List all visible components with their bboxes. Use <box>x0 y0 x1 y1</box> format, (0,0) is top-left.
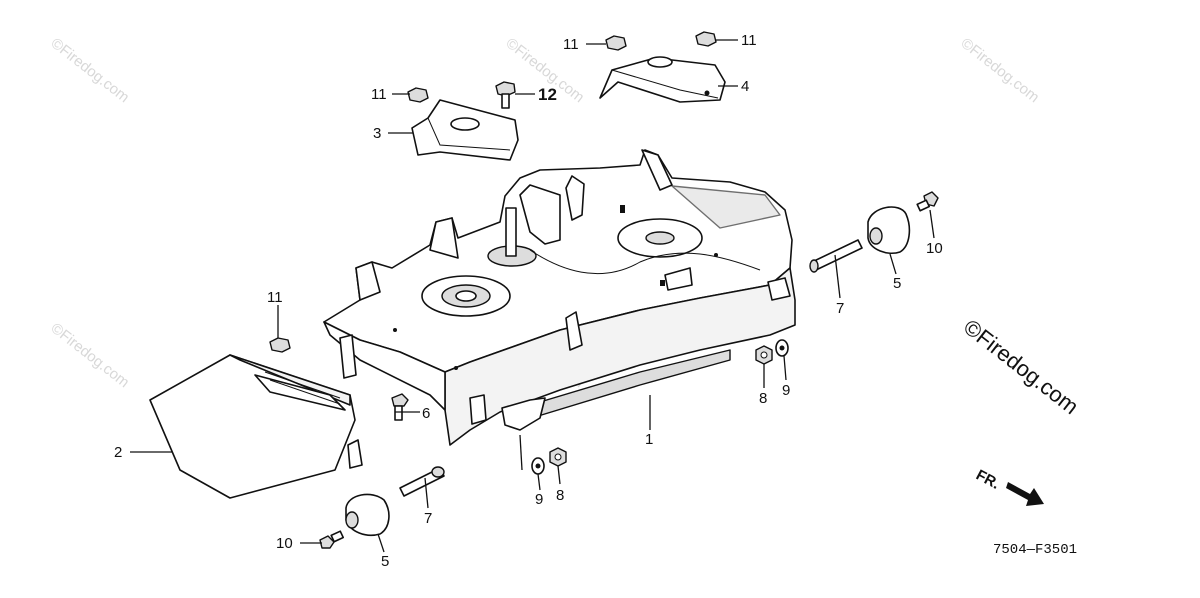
callout-5-right: 5 <box>893 275 901 292</box>
flange-nuts <box>269 31 717 353</box>
callout-11-d: 11 <box>267 289 283 306</box>
callout-9-left: 9 <box>535 491 543 508</box>
watermark-4: ©Firedog.com <box>48 320 133 392</box>
callout-8-left: 8 <box>556 487 564 504</box>
front-indicator: FR. <box>973 467 1044 506</box>
leader-lines <box>130 39 935 553</box>
bolt-10-left <box>319 530 345 549</box>
callout-3: 3 <box>373 125 381 142</box>
callout-10-left: 10 <box>276 535 293 552</box>
washer-9-right <box>775 339 789 357</box>
callouts: 1 2 3 4 5 5 6 7 7 8 8 9 9 10 10 11 11 11… <box>114 32 943 570</box>
watermark-3: ©Firedog.com <box>958 35 1043 107</box>
callout-11-a: 11 <box>371 86 387 103</box>
figure-code: 7504—F3501 <box>993 542 1077 558</box>
front-label: FR. <box>973 467 1002 493</box>
callout-1: 1 <box>645 431 653 448</box>
bolt-6 <box>391 393 409 421</box>
arrow-right-down-icon <box>1006 482 1044 506</box>
callout-6: 6 <box>422 405 430 422</box>
callout-11-b: 11 <box>563 36 579 53</box>
nut-8-left <box>549 447 567 467</box>
callout-4: 4 <box>741 78 749 95</box>
bolt-12 <box>495 81 516 109</box>
watermark-large: ©Firedog.com <box>959 314 1084 419</box>
belt-cover-left <box>411 99 519 161</box>
callout-7-right: 7 <box>836 300 844 317</box>
axle-left <box>399 466 445 497</box>
belt-cover-right <box>599 56 726 103</box>
callout-8-right: 8 <box>759 390 767 407</box>
callout-7-left: 7 <box>424 510 432 527</box>
callout-2: 2 <box>114 444 122 461</box>
callout-9-right: 9 <box>782 382 790 399</box>
axle-right <box>809 239 863 273</box>
nut-8-right <box>755 345 773 365</box>
watermark-1: ©Firedog.com <box>48 35 133 107</box>
callout-5-left: 5 <box>381 553 389 570</box>
callout-12: 12 <box>538 85 557 104</box>
roller-left <box>345 493 390 536</box>
washer-9-left <box>531 457 545 475</box>
mower-deck <box>323 149 796 446</box>
callout-10-right: 10 <box>926 240 943 257</box>
callout-11-c: 11 <box>741 32 757 49</box>
discharge-guard <box>149 354 363 499</box>
roller-right <box>867 206 911 254</box>
bolt-10-right <box>916 191 939 212</box>
